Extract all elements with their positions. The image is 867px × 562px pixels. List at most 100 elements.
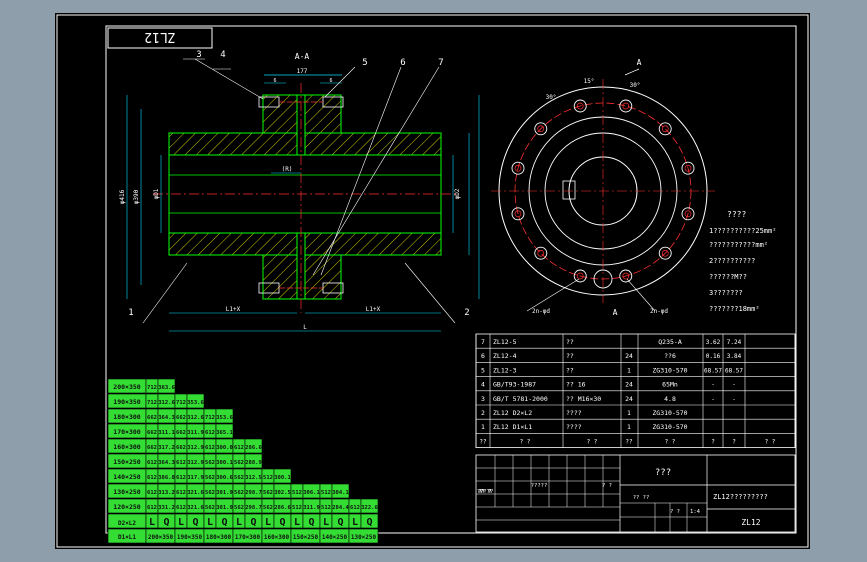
- lq-cell: L: [352, 517, 358, 528]
- bolt-hole: [534, 246, 548, 260]
- drawing-viewport[interactable]: ZL12 A-A 177 6 6: [55, 13, 810, 549]
- size-cell: 298.7: [245, 490, 262, 496]
- section-label: A-A: [295, 52, 310, 61]
- bolt-hole: [619, 99, 633, 113]
- bolt-hole: [573, 99, 587, 113]
- bom-name: ?? 16: [566, 381, 586, 389]
- note-0: ????: [727, 210, 746, 219]
- lq-cell: Q: [250, 517, 256, 528]
- size-cell: 288.9: [245, 460, 262, 466]
- lq-cell: Q: [366, 517, 372, 528]
- bom-no: 3: [481, 395, 485, 403]
- note-4: ??????M??: [709, 273, 747, 281]
- bolt-hole-inner: [661, 125, 669, 133]
- callout-5: 5: [362, 58, 367, 68]
- bom-material: Q235-A: [658, 338, 682, 346]
- bom-header: ??: [479, 438, 487, 445]
- size-cell: 512: [321, 490, 331, 496]
- size-cell: 304.1: [332, 490, 349, 496]
- size-cell: 353.6: [216, 415, 233, 421]
- bom-weight-1: -: [711, 382, 715, 389]
- cad-drawing: ZL12 A-A 177 6 6: [56, 14, 809, 548]
- bom-weight-2: 7.24: [727, 339, 742, 346]
- size-cell: 312.9: [187, 460, 204, 466]
- bolt-hole: [619, 269, 633, 283]
- bom-material: ZG310-570: [652, 409, 687, 417]
- size-cell: 365.1: [216, 430, 233, 436]
- size-cell: 306.1: [303, 490, 320, 496]
- dim-side-0: φ416: [119, 189, 126, 204]
- size-bottom-cell: 140×250: [322, 534, 348, 541]
- bom-header: ?: [732, 438, 736, 445]
- bolt-hole: [573, 269, 587, 283]
- size-cell: 662: [147, 445, 157, 451]
- bom-code: GB/T93-1987: [493, 381, 536, 389]
- size-cell: 662: [147, 430, 157, 436]
- title-text: ???: [655, 468, 671, 478]
- size-bottom-cell: 200×350: [148, 534, 174, 541]
- bom-weight-1: -: [711, 396, 715, 403]
- bom-name: ??: [566, 352, 574, 360]
- size-cell: 562: [205, 475, 215, 481]
- left-flange-bottom: [262, 254, 298, 300]
- bolt-hole-inner: [576, 272, 584, 280]
- size-cell: 562: [205, 505, 215, 511]
- extra-label: ?????: [531, 483, 548, 489]
- size-cell: 512: [263, 475, 273, 481]
- end-view-label: A: [637, 58, 642, 67]
- size-bottom-cell: 130×250: [351, 534, 377, 541]
- size-cell: 284.4: [332, 505, 349, 511]
- bom-code: ZL12-5: [493, 338, 517, 346]
- size-cell: 562: [205, 490, 215, 496]
- size-cell: 562: [205, 460, 215, 466]
- size-cell: 311.9: [187, 430, 204, 436]
- size-cell: 612: [147, 505, 157, 511]
- bom-header: ? ?: [765, 438, 776, 445]
- bom-code: ZL12-4: [493, 352, 517, 360]
- left-flange-top: [262, 94, 298, 134]
- dim-bottom-1: L1+X: [366, 306, 381, 313]
- bolt-hole: [534, 122, 548, 136]
- lq-cell: L: [178, 517, 184, 528]
- lq-cell: L: [265, 517, 271, 528]
- size-cell: 612: [205, 430, 215, 436]
- angle-0: 30°: [546, 94, 557, 101]
- size-cell: 662: [147, 415, 157, 421]
- lq-cell: Q: [279, 517, 285, 528]
- size-cell: 612: [176, 490, 186, 496]
- dim-side-3: φD2: [454, 188, 461, 199]
- size-cell: 612: [176, 475, 186, 481]
- bom-name: ????: [566, 423, 582, 431]
- extra-label: ? ?: [670, 509, 680, 515]
- bom-material: 4.8: [664, 395, 676, 403]
- bolt-hole-inner: [661, 249, 669, 257]
- bom-material: 65Mn: [662, 381, 678, 389]
- lq-cell: L: [236, 517, 242, 528]
- bom-name: ??: [566, 366, 574, 374]
- size-bottom-cell: 150×250: [293, 534, 319, 541]
- bom-header: ? ?: [587, 438, 598, 445]
- size-cell: 322.6: [361, 505, 378, 511]
- size-cell: 512: [292, 505, 302, 511]
- bom-material: ZG310-570: [652, 366, 687, 374]
- note-5: 3???????: [709, 289, 743, 297]
- end-view: A A 30° 15° 30° 2n-φd 2n-φd ???? 1??????…: [491, 58, 776, 317]
- bom-name: ??: [566, 338, 574, 346]
- size-cell: 313.2: [158, 490, 175, 496]
- bolt-hole-inner: [576, 102, 584, 110]
- inner-frame: [105, 25, 797, 534]
- keyway: [562, 180, 576, 200]
- size-cell: 712: [205, 415, 215, 421]
- size-cell: 321.6: [187, 490, 204, 496]
- size-row-label: 130×250: [113, 488, 140, 496]
- dim-center: (R): [282, 166, 293, 173]
- left-hub-bottom: [168, 232, 298, 256]
- dim-top-0: 177: [297, 68, 308, 75]
- size-cell: 312.6: [187, 415, 204, 421]
- note-2: ???????????mm²: [709, 241, 768, 249]
- subtitle-text: ZL12?????????: [713, 493, 768, 501]
- bom-material: ??6: [664, 352, 676, 360]
- size-cell: 286.6: [245, 445, 262, 451]
- size-cell: 363.6: [158, 385, 175, 391]
- size-cell: 317.2: [158, 445, 175, 451]
